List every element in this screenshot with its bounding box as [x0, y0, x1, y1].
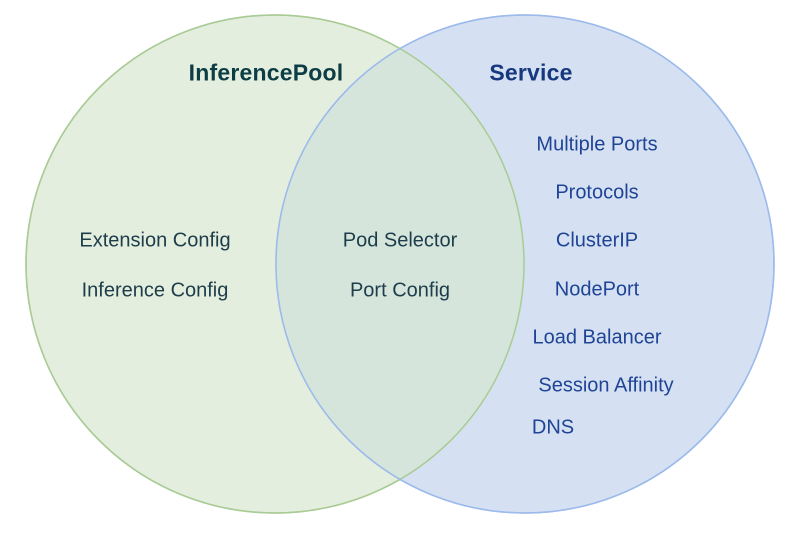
service-item-nodeport: NodePort: [554, 278, 640, 301]
set-title-inferencepool: InferencePool: [188, 59, 344, 86]
intersection-item-pod-selector: Pod Selector: [342, 229, 458, 252]
service-item-load-balancer: Load Balancer: [532, 326, 662, 349]
intersection-item-port-config: Port Config: [349, 279, 451, 302]
service-item-dns: DNS: [531, 416, 575, 439]
set-title-service: Service: [489, 59, 573, 86]
service-item-session-affinity: Session Affinity: [538, 374, 674, 397]
circle-service-outline: [275, 14, 775, 514]
circle-inferencepool-outline: [25, 14, 525, 514]
intersection-region: [276, 15, 525, 513]
service-item-clusterip: ClusterIP: [555, 229, 639, 252]
inferencepool-item-extension-config: Extension Config: [79, 229, 231, 252]
service-item-multiple-ports: Multiple Ports: [536, 133, 658, 156]
service-item-protocols: Protocols: [555, 181, 639, 204]
inferencepool-item-inference-config: Inference Config: [81, 279, 229, 302]
